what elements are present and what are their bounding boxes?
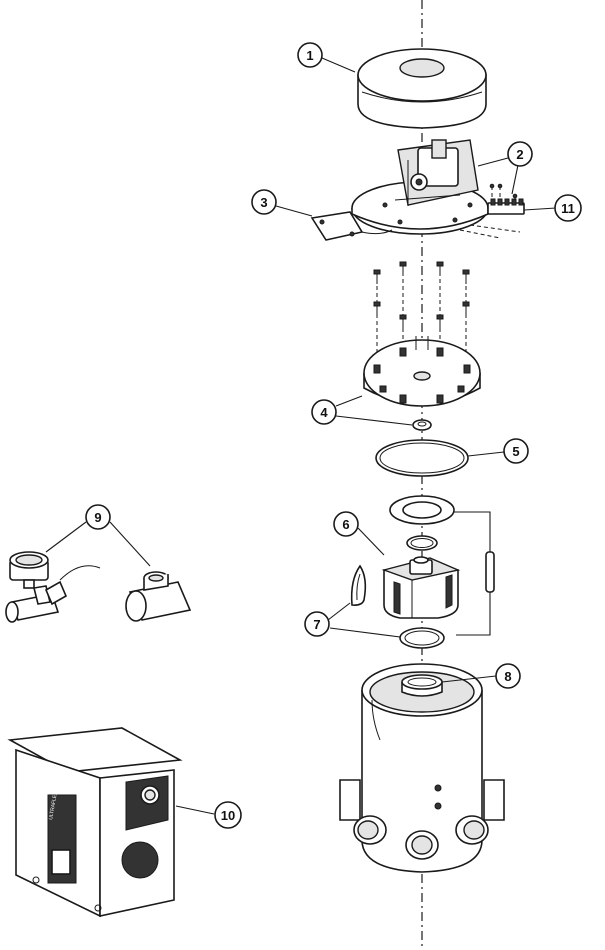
callout-1-number: 1: [306, 48, 313, 63]
part-4-washer: [412, 419, 432, 431]
gasket-ring: [389, 495, 455, 525]
callout-7: 7: [304, 611, 330, 637]
callout-5-number: 5: [512, 444, 519, 459]
callout-8: 8: [495, 663, 521, 689]
callout-8-number: 8: [504, 669, 511, 684]
callout-3-number: 3: [260, 195, 267, 210]
part-4-cover-plate: [363, 336, 481, 407]
callout-6: 6: [333, 511, 359, 537]
callout-4-number: 4: [320, 405, 328, 420]
callout-11-number: 11: [561, 201, 575, 216]
callout-6-number: 6: [342, 517, 349, 532]
valve-housing: [339, 663, 505, 873]
callout-10: 10: [214, 801, 242, 829]
controller-brand-label: ULTRAFLEX: [48, 791, 59, 821]
small-o-ring: [406, 535, 438, 551]
part-10-controller-box: ULTRAFLEX: [7, 727, 183, 918]
part-2-valve-head: [351, 139, 489, 235]
part-9-gauge-assembly: [5, 551, 192, 623]
part-6-rotor: [381, 556, 461, 619]
callout-1: 1: [297, 42, 323, 68]
callout-10-number: 10: [221, 808, 235, 823]
part-7-seal-set: [350, 564, 445, 649]
part-5-o-ring: [375, 439, 469, 477]
callout-2: 2: [507, 141, 533, 167]
terminal-screws: [490, 198, 524, 206]
part-1-lid: [357, 48, 487, 129]
callout-9: 9: [85, 504, 111, 530]
part-11-terminal-block: [459, 183, 525, 239]
assembly-bracket-lines: [454, 511, 495, 636]
callout-2-number: 2: [516, 147, 523, 162]
callout-9-number: 9: [94, 510, 101, 525]
callout-7-number: 7: [313, 617, 320, 632]
callout-leaders: [45, 57, 557, 815]
callout-11: 11: [554, 194, 582, 222]
part-3-bracket: [310, 211, 393, 241]
part-8-fitting: [401, 674, 443, 697]
callout-3: 3: [251, 189, 277, 215]
callout-5: 5: [503, 438, 529, 464]
callout-4: 4: [311, 399, 337, 425]
